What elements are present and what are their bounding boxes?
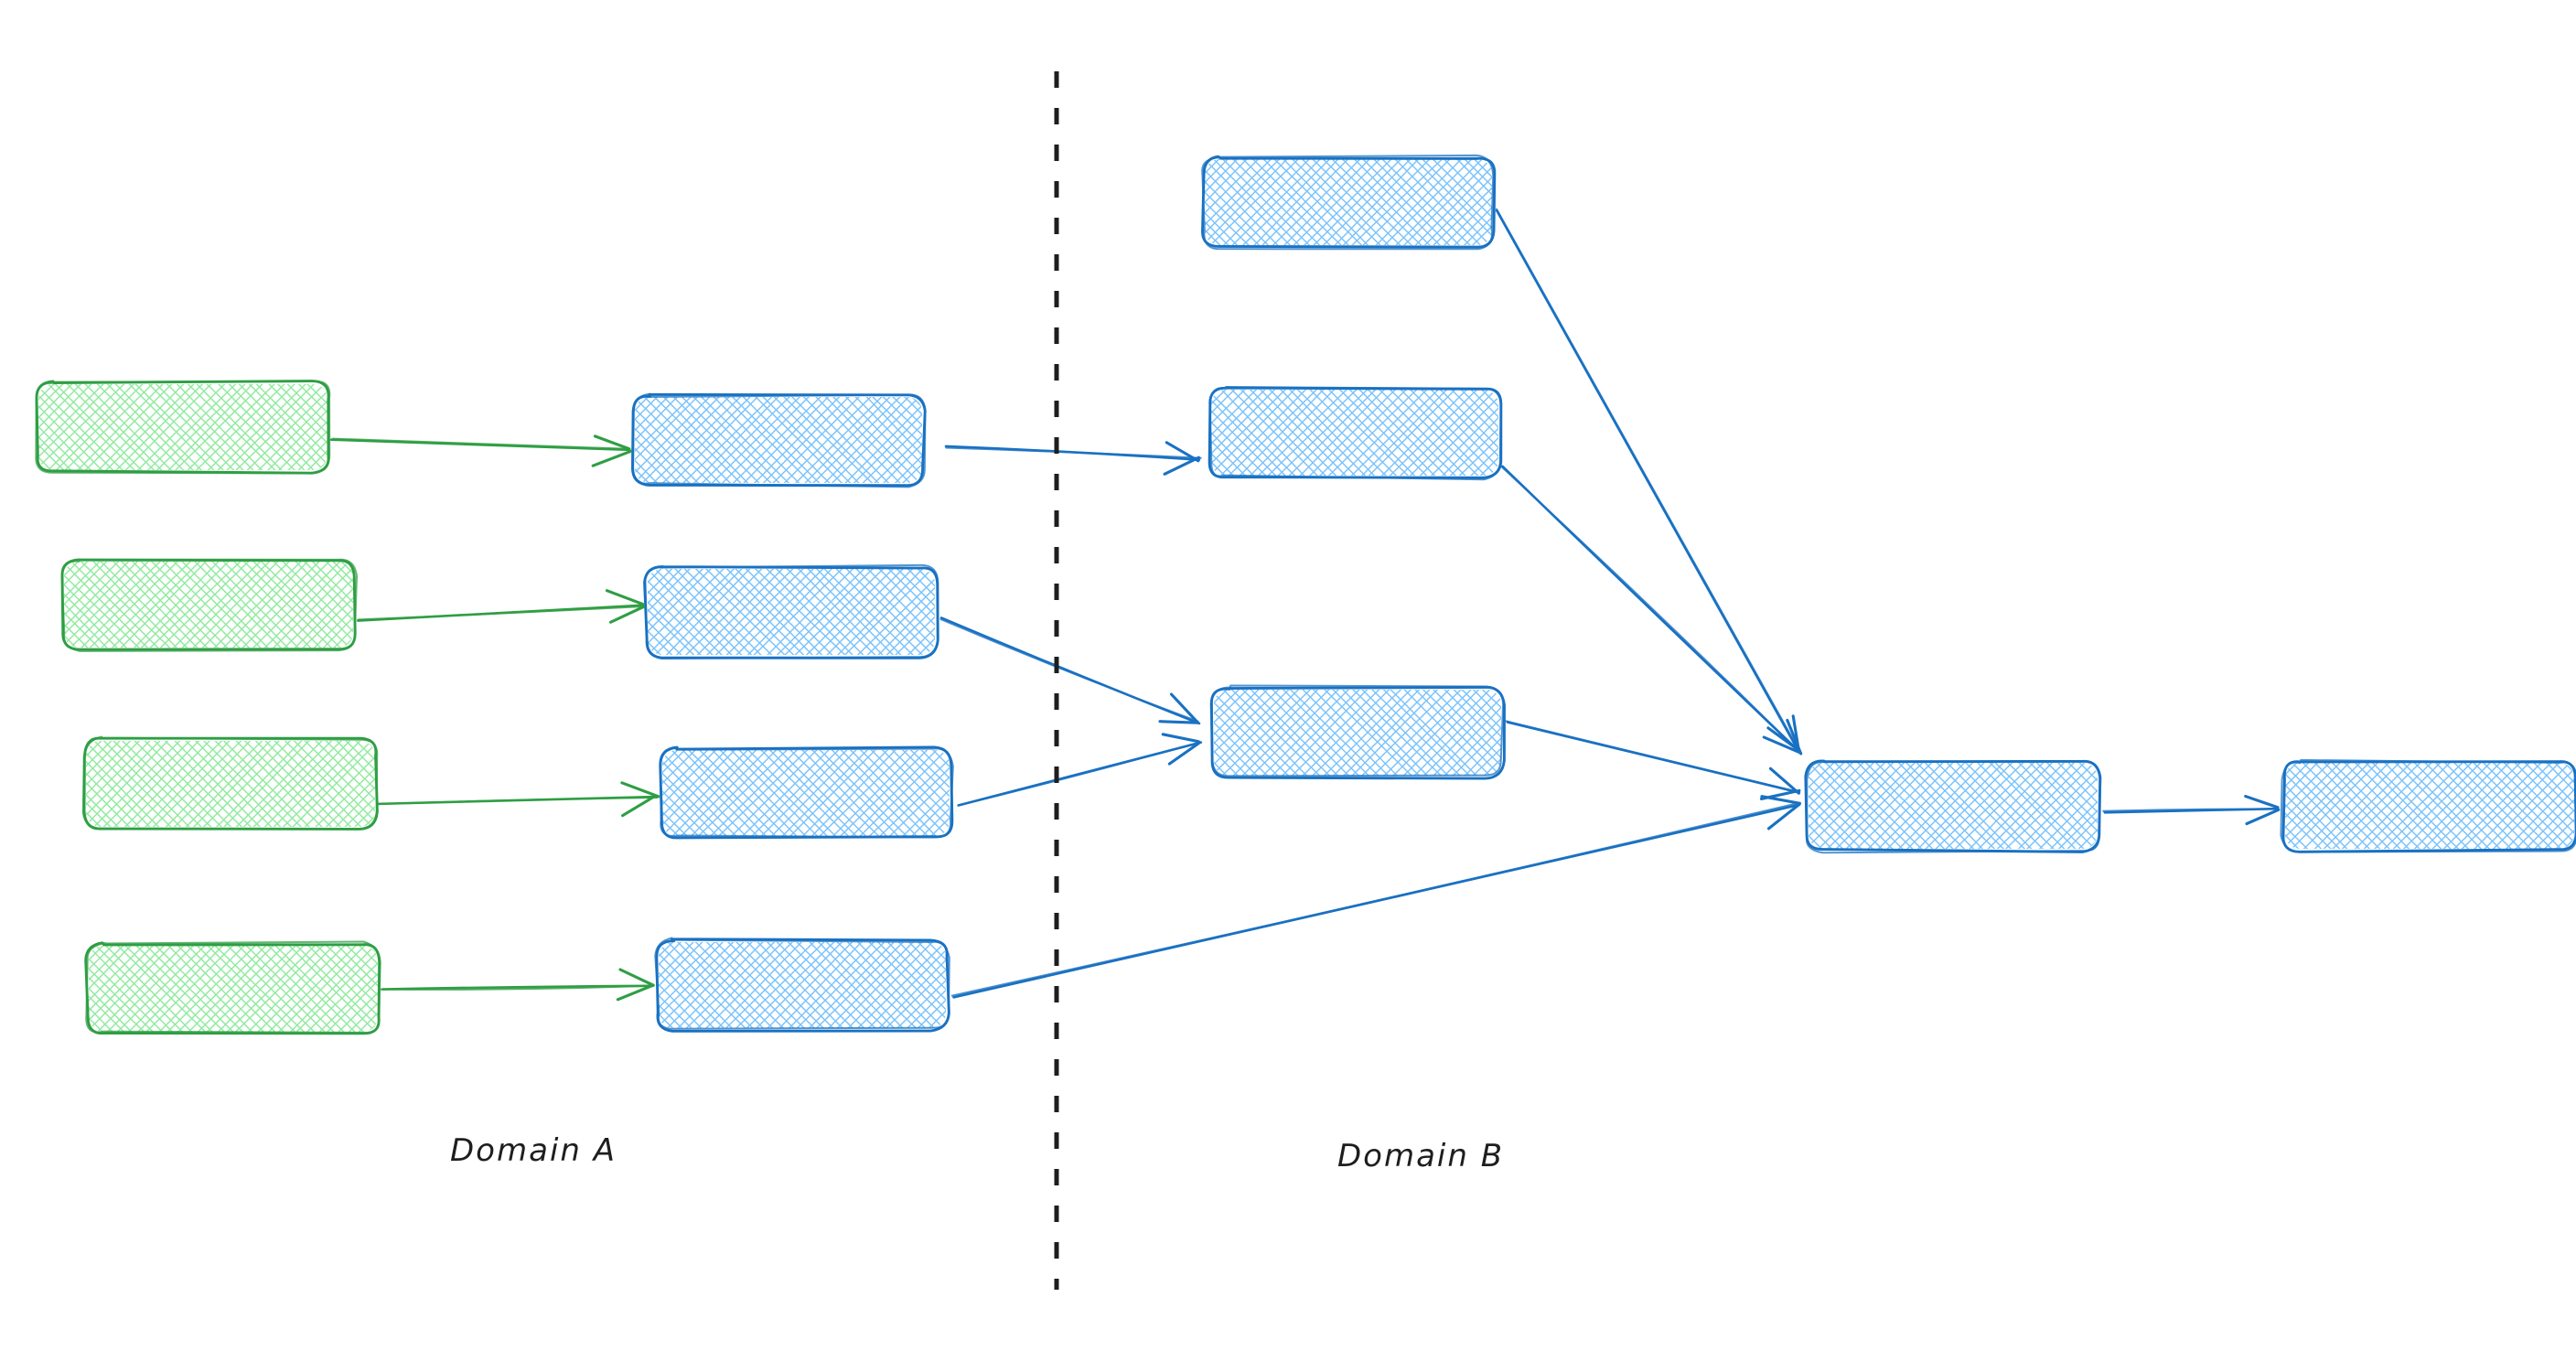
node-outline-a-src-2[interactable] [60, 558, 359, 652]
node-outline-a-mid-1[interactable] [630, 392, 927, 488]
node-outline-a-src-3[interactable] [81, 735, 379, 831]
edge-line-e-hub-out [2102, 808, 2281, 812]
node-outline-b-out[interactable] [2280, 758, 2576, 853]
arrowhead-e-mid1-btop2 [1163, 441, 1200, 476]
node-hatch-fill [1211, 390, 1498, 476]
domain-label-domain-a: Domain A [450, 1132, 617, 1169]
node-outline-a-mid-2[interactable] [644, 563, 939, 660]
edge-line-e-src1-mid1 [329, 438, 631, 452]
node-outline-b-mid-1[interactable] [1209, 684, 1505, 777]
arrowhead-e-btop2-hub [1762, 718, 1803, 756]
node-outline-a-src-1[interactable] [35, 381, 331, 475]
arrowhead-e-src3-mid3 [620, 781, 660, 818]
edge-line-e-src4-mid4 [380, 984, 653, 991]
arrowhead-e-src4-mid4 [616, 968, 655, 1002]
edge-line-e-mid4-hub [952, 803, 1801, 999]
node-hatch-fill [1205, 159, 1492, 245]
edge-line-e-bmid-hub [1505, 720, 1800, 794]
arrowhead-e-mid2-bmid [1158, 692, 1200, 724]
arrowhead-e-src2-mid2 [605, 589, 646, 624]
node-outline-a-mid-4[interactable] [654, 937, 950, 1030]
edge-line-e-mid1-btop2 [945, 446, 1202, 459]
domain-label-domain-b: Domain B [1336, 1138, 1505, 1174]
node-hatch-fill [2285, 763, 2574, 849]
node-outline-a-mid-3[interactable] [660, 746, 954, 839]
edge-line-e-src1-mid1 [331, 437, 631, 450]
node-hatch-fill [64, 562, 353, 648]
edge-line-e-src3-mid3 [376, 796, 659, 806]
node-outline-b-top-1[interactable] [1201, 154, 1495, 251]
arrowhead-e-mid3-bmid [1161, 733, 1200, 766]
node-hatch-fill [635, 397, 922, 483]
node-outline-a-src-4[interactable] [85, 940, 381, 1034]
node-outline-b-top-2[interactable] [1208, 386, 1502, 481]
edge-line-e-btop2-hub [1500, 465, 1801, 754]
arrowhead-e-hub-out [2244, 794, 2281, 826]
node-hatch-fill [659, 942, 946, 1028]
edge-line-e-btop1-hub [1496, 208, 1799, 750]
node-hatch-fill [38, 384, 327, 470]
arrowhead-e-src1-mid1 [591, 434, 633, 467]
edge-line-e-src2-mid2 [357, 606, 643, 621]
edge-line-e-mid2-bmid [939, 618, 1199, 723]
node-hatch-fill [89, 946, 378, 1032]
node-outline-b-top-1[interactable] [1201, 155, 1497, 249]
edge-line-e-mid4-hub [950, 802, 1798, 997]
edge-line-e-mid3-bmid [959, 741, 1202, 807]
node-outline-b-hub[interactable] [1805, 760, 2102, 854]
node-hatch-fill [1214, 690, 1501, 776]
node-hatch-fill [86, 741, 375, 827]
node-hatch-fill [1809, 763, 2098, 849]
arrowhead-e-mid4-hub [1760, 795, 1802, 831]
